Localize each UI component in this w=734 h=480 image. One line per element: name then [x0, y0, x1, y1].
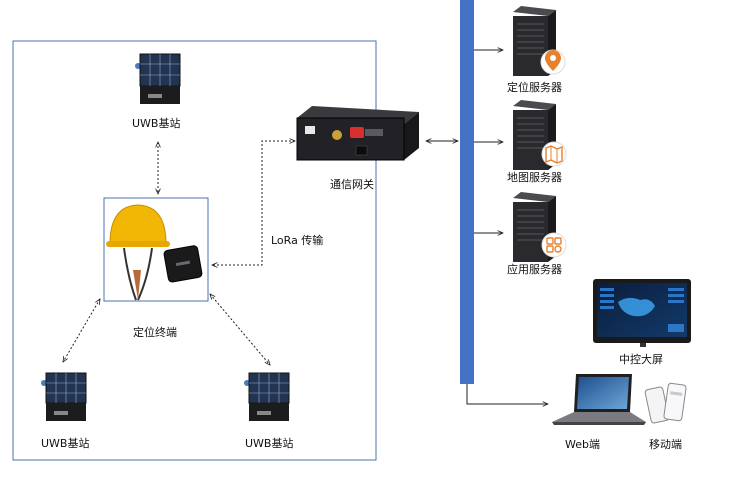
uwb-left-label: UWB基站: [41, 437, 90, 450]
lora-label: LoRa 传输: [271, 234, 324, 247]
site-frame: [12, 40, 377, 461]
uwb-station-icon: [244, 372, 290, 421]
uwb-top-label: UWB基站: [132, 117, 181, 130]
location-pin-icon: [540, 49, 566, 75]
big-screen-label: 中控大屏: [619, 353, 663, 366]
uwb-right-link: [210, 294, 270, 365]
app-server-label: 应用服务器: [507, 263, 562, 276]
uwb-station-icon: [41, 372, 87, 421]
uwb-station-icon: [135, 53, 181, 104]
tower-server-icon: [513, 100, 556, 170]
uwb-left-link: [63, 299, 100, 362]
helmet-icon: [106, 204, 170, 301]
map-server-label: 地图服务器: [507, 171, 562, 184]
lora-link: [212, 141, 295, 265]
tag-device-icon: [163, 245, 203, 283]
web-label: Web端: [565, 438, 600, 451]
uwb-right-label: UWB基站: [245, 437, 294, 450]
gateway-box-icon: [296, 106, 419, 161]
bus-to-web-link: [466, 384, 548, 404]
apps-grid-icon: [541, 232, 567, 258]
gateway-label: 通信网关: [330, 178, 374, 191]
terminal-label: 定位终端: [133, 326, 177, 339]
mobile-label: 移动端: [649, 438, 682, 451]
monitor-icon: [593, 279, 691, 347]
location-server-label: 定位服务器: [507, 81, 562, 94]
laptop-icon: [552, 374, 646, 425]
phone-icon: [644, 382, 687, 424]
map-icon: [541, 141, 567, 167]
network-bus: [460, 0, 474, 384]
